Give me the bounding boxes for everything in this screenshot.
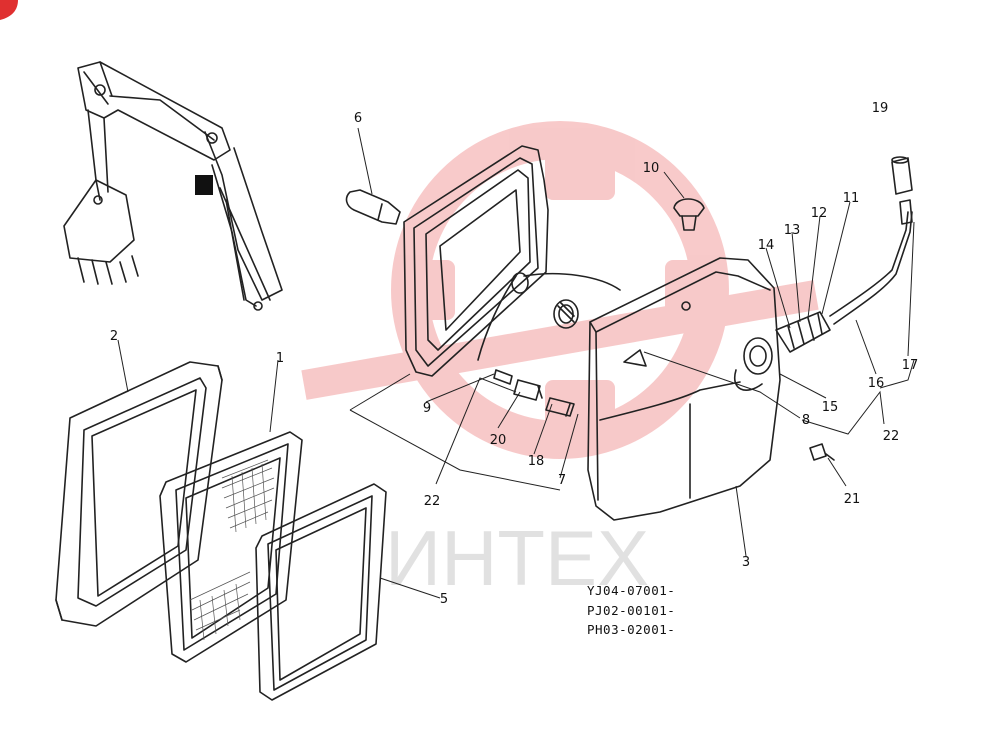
serial-range-1: YJ04-07001- — [587, 583, 676, 598]
serial-range-2: PJ02-00101- — [587, 603, 676, 618]
socket-wire — [477, 272, 621, 361]
pins — [493, 369, 575, 417]
watermark-text: ИНТЕХ — [385, 514, 649, 602]
terminal — [899, 199, 913, 225]
callout-12: 12 — [811, 206, 828, 221]
callout-21: 21 — [844, 492, 861, 507]
callout-6: 6 — [354, 111, 362, 126]
callout-22-left: 22 — [424, 494, 441, 509]
gear-logo-icon — [301, 121, 819, 459]
callout-14: 14 — [758, 238, 775, 253]
callout-19: 19 — [872, 101, 889, 116]
callout-2: 2 — [110, 329, 118, 344]
callout-20: 20 — [490, 433, 507, 448]
callout-5: 5 — [440, 592, 448, 607]
serial-range-3: PH03-02001- — [587, 622, 676, 637]
ground-line — [349, 409, 561, 491]
callout-16: 16 — [868, 376, 885, 391]
corner-badge-icon — [0, 0, 18, 20]
part-3-housing — [587, 257, 781, 521]
part-5-gasket — [255, 483, 387, 701]
ground-line-2 — [349, 373, 411, 411]
callout-18: 18 — [528, 454, 545, 469]
callout-11: 11 — [843, 191, 860, 206]
callout-22-right: 22 — [883, 429, 900, 444]
callout-15: 15 — [822, 400, 839, 415]
part-21-screw — [809, 443, 835, 461]
callout-8: 8 — [802, 413, 810, 428]
callouts: 1 2 3 5 6 7 8 9 10 11 12 13 14 15 16 17 … — [110, 101, 918, 607]
cable-grommet — [775, 211, 913, 353]
reflector-housing — [403, 145, 549, 377]
callout-10: 10 — [643, 161, 660, 176]
part-1-lens — [159, 431, 303, 663]
part-6-bulb — [345, 189, 401, 225]
part-19-cap — [891, 156, 913, 195]
callout-7: 7 — [558, 473, 566, 488]
callout-13: 13 — [784, 223, 801, 238]
excavator-thumbnail — [63, 61, 283, 311]
callout-3: 3 — [742, 555, 750, 570]
spring — [553, 299, 579, 329]
part-10-clip — [673, 198, 705, 231]
callout-9: 9 — [423, 401, 431, 416]
leader-lines — [117, 127, 915, 599]
callout-1: 1 — [276, 351, 284, 366]
callout-17: 17 — [902, 358, 919, 373]
